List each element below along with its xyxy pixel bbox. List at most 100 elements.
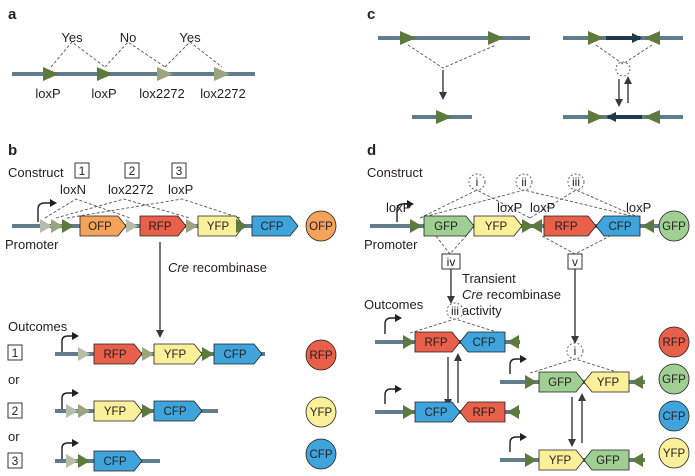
panel-d-result-circle-gfp bbox=[658, 363, 690, 395]
panel-d-roman-2: ii bbox=[521, 175, 526, 189]
panel-b-outcome2-loxp bbox=[142, 404, 154, 418]
panel-b-loxp-site-2 bbox=[236, 219, 248, 233]
panel-b-outcome2-circle bbox=[305, 396, 337, 428]
panel-c-left-result-loxp bbox=[436, 110, 452, 124]
panel-d-rfp-label: RFP bbox=[555, 221, 578, 233]
panel-b-or-2: or bbox=[8, 429, 20, 444]
panel-d-result-circle-cfp bbox=[658, 400, 690, 432]
panel-b-expressed-circle bbox=[305, 210, 337, 242]
panel-b: b Construct 1 2 3 loxN lox2272 loxP OFP … bbox=[5, 142, 337, 472]
panel-b-outcome2-cfp bbox=[153, 400, 203, 422]
panel-c-letter: c bbox=[367, 6, 375, 23]
panel-c-right-result-loxp-1 bbox=[588, 110, 604, 124]
panel-c-right-dashed-connector bbox=[595, 44, 653, 65]
panel-d-left-roman: iii bbox=[451, 304, 459, 318]
panel-b-num-box-2 bbox=[124, 162, 140, 179]
panel-a-lox2272-site-2 bbox=[214, 67, 230, 81]
panel-b-outcome3-loxp bbox=[78, 454, 90, 468]
panel-b-cfp-gene bbox=[251, 215, 299, 237]
panel-d-left-bottom-cfp bbox=[414, 401, 461, 423]
panel-c-right-segment-top-arrowhead bbox=[632, 33, 642, 43]
panel-d-right-bottom-loxp-1 bbox=[525, 453, 537, 467]
panel-b-outcome2-yfp-label: YFP bbox=[104, 406, 127, 418]
panel-d-promoter-label: Promoter bbox=[364, 237, 418, 252]
panel-d-left-bottom-loxp-1 bbox=[403, 405, 415, 419]
panel-c-right-result-loxp-2 bbox=[644, 110, 660, 124]
panel-a-site-label-1: loxP bbox=[35, 86, 60, 101]
panel-b-site-loxn: loxN bbox=[60, 182, 86, 197]
panel-b-expressed-label: OFP bbox=[309, 221, 333, 233]
panel-b-outcome3-result: CFP bbox=[310, 449, 333, 461]
panel-d-right-top-yfp-label: YFP bbox=[597, 377, 620, 389]
panel-c-left-loxp-2 bbox=[488, 31, 504, 45]
panel-b-or-1: or bbox=[8, 372, 20, 387]
panel-d-right-bottom-gfp-label: GFP bbox=[596, 455, 620, 467]
panel-b-outcome1-result: RFP bbox=[310, 350, 333, 362]
panel-d-gfp-gene bbox=[423, 215, 475, 237]
panel-b-outcome1-promoter-arrowhead bbox=[72, 332, 79, 340]
panel-b-construct-label: Construct bbox=[8, 165, 64, 180]
panel-d-v-connector bbox=[541, 235, 611, 255]
panel-d-left-roman-connector bbox=[409, 318, 501, 334]
panel-b-promoter-label: Promoter bbox=[5, 237, 59, 252]
panel-a-site-label-4: lox2272 bbox=[200, 86, 246, 101]
panel-d-right-top-gfp bbox=[538, 371, 585, 393]
panel-b-outcome1-rfp-label: RFP bbox=[104, 349, 127, 361]
panel-c-right-loxp-2 bbox=[644, 31, 660, 45]
panel-d-right-bottom-yfp-label: YFP bbox=[549, 455, 572, 467]
panel-b-site-loxp: loxP bbox=[168, 182, 193, 197]
panel-d-right-top-yfp bbox=[583, 371, 630, 393]
panel-c-left-dashed-connector bbox=[407, 44, 497, 69]
panel-d-right-bottom-gfp bbox=[583, 449, 630, 471]
panel-a-site-label-2: loxP bbox=[91, 86, 116, 101]
panel-d-right-bottom-loxp-2 bbox=[631, 453, 643, 467]
panel-d-expressed-circle bbox=[658, 210, 690, 242]
panel-b-outcome2-lox2272 bbox=[78, 404, 90, 418]
panel-d-left-top-cfp-label: CFP bbox=[473, 337, 496, 349]
panel-b-rfp-gene bbox=[139, 215, 187, 237]
panel-d-left-top-promoter bbox=[384, 317, 397, 334]
panel-d-letter: d bbox=[367, 142, 376, 159]
panel-b-promoter-arrow bbox=[37, 202, 52, 222]
panel-b-outcome3-cfp bbox=[93, 450, 143, 472]
panel-d-outcomes-label: Outcomes bbox=[364, 297, 424, 312]
panel-b-outcome3-promoter bbox=[61, 442, 74, 459]
panel-d-loxp-label-3: loxP bbox=[530, 200, 555, 215]
panel-d-loxp-site-4 bbox=[642, 219, 654, 233]
panel-b-outcome1-loxp bbox=[202, 347, 214, 361]
panel-d-right-roman-connector bbox=[529, 358, 621, 374]
panel-d-result-cfp: CFP bbox=[663, 411, 686, 423]
panel-b-outcome2-yfp bbox=[93, 400, 143, 422]
panel-b-loxp-site-1 bbox=[62, 219, 74, 233]
panel-d-roman-circle-1 bbox=[468, 173, 486, 191]
panel-d-right-top-loxp-1 bbox=[525, 375, 537, 389]
panel-d-result-circle-rfp bbox=[658, 326, 690, 358]
panel-b-outcome2-cfp-label: CFP bbox=[164, 406, 187, 418]
panel-d-result-circle-yfp bbox=[658, 437, 690, 469]
panel-d-right-top-loxp-2 bbox=[631, 375, 643, 389]
panel-d-iv-connector bbox=[435, 235, 467, 255]
panel-d-left-top-rfp-label: RFP bbox=[425, 337, 448, 349]
panel-b-num-2: 2 bbox=[129, 164, 136, 178]
panel-d-left-top-rfp bbox=[414, 331, 461, 353]
panel-d-result-yfp: YFP bbox=[663, 448, 686, 460]
panel-d-right-top-promoter bbox=[509, 358, 522, 374]
panel-d-promoter-arrowhead bbox=[407, 200, 414, 208]
panel-d-left-bottom-rfp bbox=[459, 401, 506, 423]
panel-a-dashed-connectors bbox=[50, 41, 223, 68]
panel-d-transient-2: Cre recombinase bbox=[462, 287, 561, 302]
panel-a-no-label: No bbox=[120, 30, 137, 45]
panel-d-cfp-label: CFP bbox=[609, 221, 632, 233]
panel-b-loxn-site-2 bbox=[126, 219, 138, 233]
panel-a-yes-label-2: Yes bbox=[179, 30, 201, 45]
panel-b-outcome3-loxn bbox=[66, 454, 78, 468]
panel-c: c bbox=[367, 6, 683, 124]
panel-c-right-dashed-circle bbox=[615, 61, 631, 77]
panel-b-num-1: 1 bbox=[79, 164, 86, 178]
panel-d-left-bottom-promoter bbox=[384, 388, 397, 404]
panel-d-right-roman: i bbox=[574, 344, 577, 358]
panel-d-loxp-site-1 bbox=[410, 219, 422, 233]
panel-b-outcome-box-3 bbox=[7, 452, 23, 469]
panel-b-outcome2-loxn bbox=[66, 404, 78, 418]
